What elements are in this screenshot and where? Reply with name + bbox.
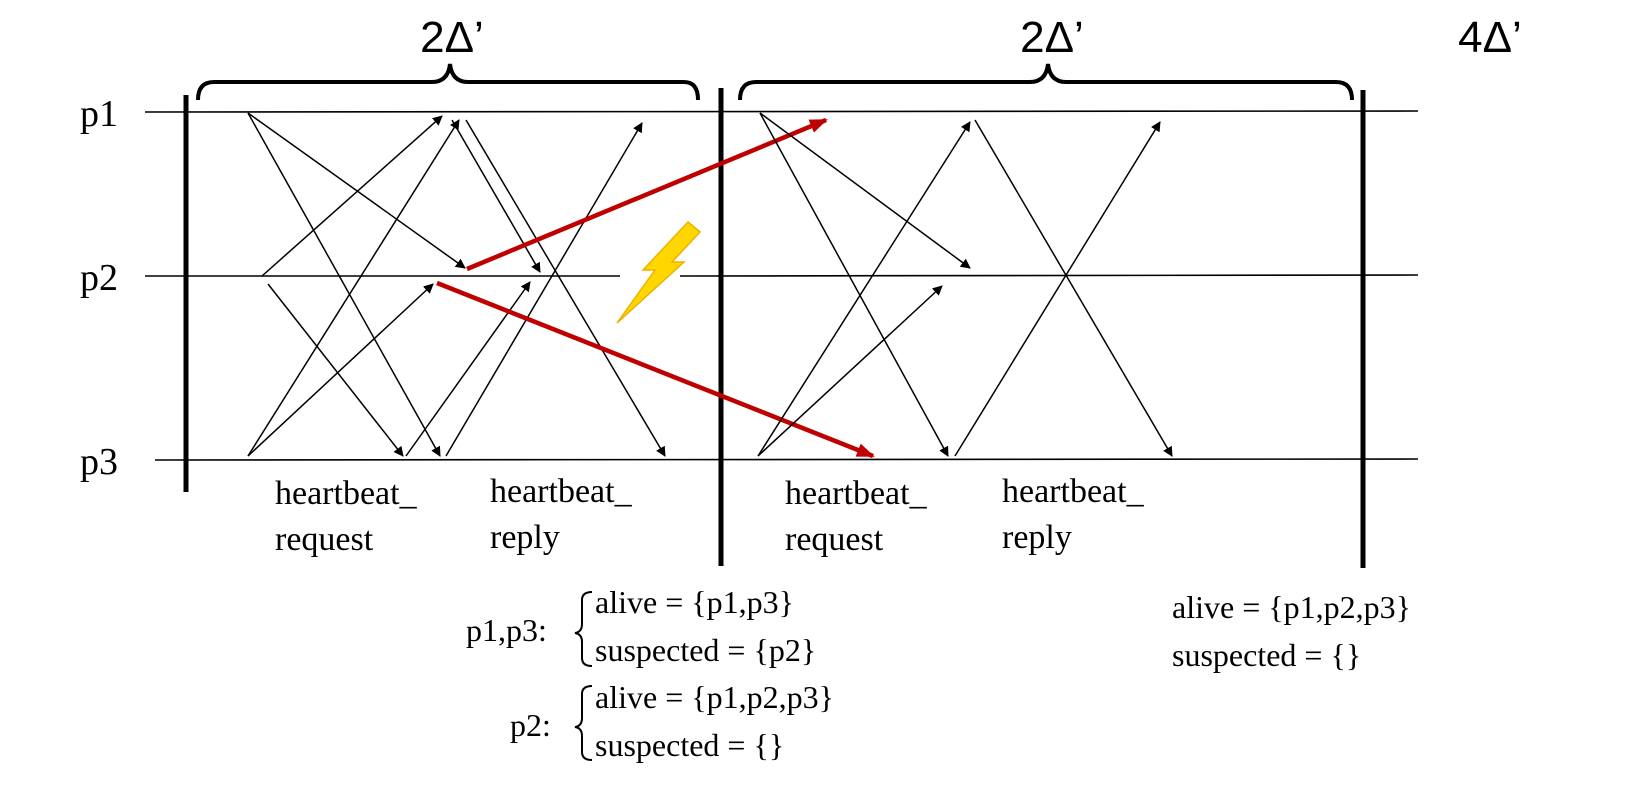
process-label-p2: p2 — [80, 257, 118, 299]
timeline-p2-after-fault — [679, 274, 1419, 277]
interval-label-total: 4Δ’ — [1458, 13, 1522, 62]
state-p1p3-suspected: suspected = {p2} — [595, 632, 816, 668]
message-arrow — [759, 112, 949, 457]
message-arrow — [405, 281, 531, 457]
delayed-message-p2-to-p3 — [436, 280, 875, 459]
round2-messages — [757, 112, 1173, 457]
message-arrow — [267, 283, 404, 457]
message-arrow — [247, 112, 466, 269]
message-arrow — [451, 119, 541, 273]
state-final-suspected: suspected = {} — [1172, 637, 1361, 673]
state-p1p3-alive: alive = {p1,p3} — [595, 584, 794, 620]
phase-label-round1-reply: heartbeat_ — [490, 473, 633, 510]
state-label-p2: p2: — [510, 707, 551, 743]
phase-label-round2-request: heartbeat_ — [785, 475, 928, 512]
state-bracket-p2 — [574, 685, 593, 761]
round1-messages — [247, 112, 666, 457]
phase-label-round2-reply-2: reply — [1002, 519, 1072, 556]
phase-label-round2-request-2: request — [785, 521, 884, 558]
interval-label-second: 2Δ’ — [1020, 13, 1084, 62]
state-final-alive: alive = {p1,p2,p3} — [1172, 589, 1411, 625]
message-arrow — [247, 283, 434, 457]
message-arrow — [247, 112, 441, 457]
timeline-p1 — [144, 110, 1419, 113]
state-p2-suspected: suspected = {} — [595, 727, 784, 763]
message-arrow — [974, 119, 1173, 457]
message-arrow — [247, 119, 460, 457]
phase-label-round1-request-2: request — [275, 521, 374, 558]
message-arrow — [261, 115, 443, 277]
lightning-fault-icon — [616, 220, 702, 324]
delayed-message-p2-to-p1 — [466, 117, 828, 272]
phase-label-round2-reply: heartbeat_ — [1002, 473, 1145, 510]
phase-label-round1-request: heartbeat_ — [275, 475, 418, 512]
brace-first-interval — [196, 63, 700, 101]
message-arrow — [465, 119, 666, 457]
process-label-p1: p1 — [80, 93, 118, 135]
process-label-p3: p3 — [80, 441, 118, 483]
state-label-p1p3: p1,p3: — [466, 612, 547, 648]
state-p2-alive: alive = {p1,p2,p3} — [595, 679, 834, 715]
message-arrow — [759, 112, 971, 269]
interval-label-first: 2Δ’ — [420, 13, 484, 62]
message-arrow — [757, 285, 943, 457]
phase-label-round1-reply-2: reply — [490, 519, 560, 556]
brace-second-interval — [738, 63, 1354, 101]
message-arrow — [757, 121, 971, 457]
state-bracket-p1p3 — [574, 591, 593, 667]
message-arrow — [954, 121, 1161, 457]
timeline-p3 — [154, 458, 1419, 461]
message-arrow — [445, 122, 643, 457]
